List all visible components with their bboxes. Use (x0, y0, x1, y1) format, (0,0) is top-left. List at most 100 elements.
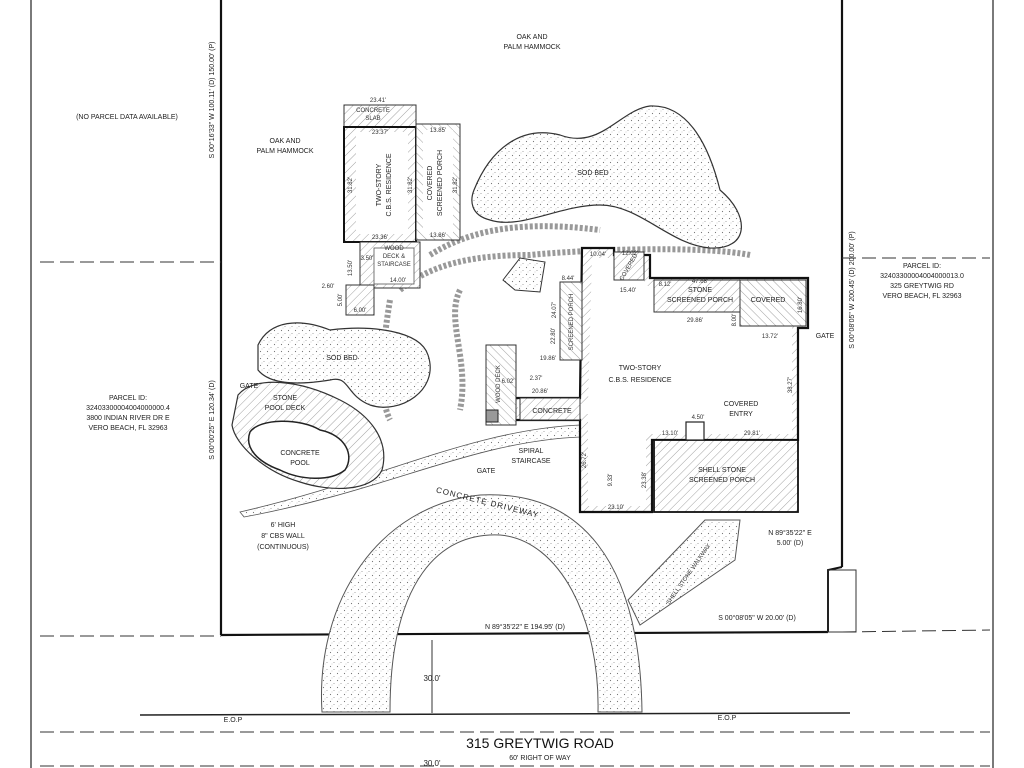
label-screened-porch-v: SCREENED PORCH (569, 294, 575, 351)
dim-label: 14.00' (390, 278, 406, 284)
label-oak-top-1: OAK AND (516, 34, 547, 41)
label-covered-entry-1: COVERED (724, 401, 759, 408)
dim-label: 13.86' (430, 233, 446, 239)
label-oak-left-1: OAK AND (269, 138, 300, 145)
label-covered-entry-2: ENTRY (729, 411, 753, 418)
parcel-right-line4: VERO BEACH, FL 32963 (882, 293, 961, 300)
bearing-jog-north: N 89°35'22" E (768, 529, 812, 537)
label-wall-3: (CONTINUOUS) (257, 544, 309, 551)
label-stone-porch-1: STONE (688, 287, 712, 294)
small-residence-group (343, 104, 461, 316)
label-oak-top-2: PALM HAMMOCK (503, 44, 560, 51)
dim-label: 13.10' (662, 431, 678, 437)
parcel-left-line2: 32403300004004000000.4 (86, 405, 170, 412)
dim-label: 22.80' (551, 328, 557, 344)
dim-label: 13.85' (430, 128, 446, 134)
label-main-res-1: TWO-STORY (619, 365, 662, 372)
dim-label: 38.27' (788, 377, 794, 393)
label-main-res-2: C.B.S. RESIDENCE (608, 377, 671, 384)
small-sod-bed (502, 257, 546, 293)
dim-label: 5.00' (338, 294, 344, 307)
dim-label: 6.00' (354, 308, 367, 314)
dim-label: 23.41' (370, 98, 386, 104)
label-oak-left-2: PALM HAMMOCK (256, 148, 313, 155)
label-small-res-1: TWO-STORY (376, 163, 383, 206)
label-wood-deck-2: DECK & (383, 254, 405, 260)
dim-label: 2.60' (322, 284, 335, 290)
dim-label: 8.00' (732, 314, 738, 327)
shell-stone-walkway (627, 519, 741, 626)
bearing-west-south: S 00°00'25" E 120.34' (D) (208, 380, 216, 460)
dim-label: 15.40' (620, 288, 636, 294)
dim-label: 29.86' (687, 318, 703, 324)
label-wall-2: 8" CBS WALL (261, 533, 305, 540)
bearing-east: S 00°08'05" W 200.45' (D) 200.00' (P) (848, 231, 856, 348)
label-gate-south: GATE (477, 468, 496, 475)
dim-label: 26.72' (582, 452, 588, 468)
dim-label: 29.81' (744, 431, 760, 437)
parcel-right-line1: PARCEL ID: (903, 263, 941, 270)
bearing-jog-north-dist: 5.00' (D) (777, 540, 804, 547)
label-wall-1: 6' HIGH (271, 522, 296, 529)
label-pool-1: CONCRETE (280, 450, 320, 457)
label-gate-east: GATE (816, 333, 835, 340)
dim-label: 13.72' (762, 334, 778, 340)
label-covered-porch-1: COVERED (427, 166, 434, 201)
label-slab-2: SLAB (365, 116, 380, 122)
dim-label: 9.33' (608, 474, 614, 487)
sod-bed-west (257, 322, 431, 408)
dim-label: 13.50' (348, 260, 354, 276)
bearing-south: N 89°35'22" E 194.95' (D) (485, 623, 565, 631)
dim-label: 23.37' (372, 130, 388, 136)
dim-label: 23.36' (372, 235, 388, 241)
main-residence-group (485, 246, 810, 514)
dim-label: 19.86' (540, 356, 556, 362)
concrete-driveway (320, 494, 643, 713)
property-boundary (219, 0, 857, 637)
dim-label: 31.82' (453, 177, 459, 193)
label-no-parcel: (NO PARCEL DATA AVAILABLE) (76, 114, 178, 121)
parcel-left-line3: 3800 INDIAN RIVER DR E (86, 415, 170, 422)
dim-label: 31.82' (408, 177, 414, 193)
dim-label: 8.44' (562, 276, 575, 282)
dim-label: 24.07' (552, 302, 558, 318)
dim-label: 20.86' (532, 389, 548, 395)
dim-label: 4.50' (692, 415, 705, 421)
road-right-of-way: 60' RIGHT OF WAY (509, 755, 571, 762)
dim-label: 2.37' (530, 376, 543, 382)
label-small-res-2: C.B.S. RESIDENCE (386, 153, 393, 216)
label-pool-deck-1: STONE (273, 395, 297, 402)
label-spiral-2: STAIRCASE (511, 458, 550, 465)
dim-30-label-lower: 30.0' (423, 759, 441, 768)
edge-of-pavement-line (139, 712, 851, 716)
dim-label: 47.68' (692, 279, 708, 285)
label-wood-deck-1: WOOD (384, 246, 404, 252)
label-slab-1: CONCRETE (356, 108, 390, 114)
label-shell-porch-1: SHELL STONE (698, 467, 746, 474)
label-shell-porch-2: SCREENED PORCH (689, 477, 755, 484)
label-sod-bed-west: SOD BED (326, 355, 358, 362)
label-wood-deck-3: STAIRCASE (377, 262, 411, 268)
label-stone-porch-2: SCREENED PORCH (667, 297, 733, 304)
parcel-right-line3: 325 GREYTWIG RD (890, 283, 954, 290)
label-covered: COVERED (751, 297, 786, 304)
dim-label: 31.82' (348, 177, 354, 193)
dim-label: 3.50' (361, 256, 374, 262)
label-concrete: CONCRETE (532, 408, 572, 415)
bearing-west-north: S 00°16'33" W 100.11' (D) 150.00' (P) (208, 42, 216, 159)
dim-30-label: 30.0' (423, 674, 441, 683)
dim-label: 6.02' (502, 379, 515, 385)
label-pool-deck-2: POOL DECK (265, 405, 306, 412)
parcel-right-line2: 32403300004004000013.0 (880, 273, 964, 280)
label-sod-bed-north: SOD BED (577, 170, 609, 177)
label-wood-deck-v: WOOD DECK (496, 365, 502, 403)
parcel-left-line4: VERO BEACH, FL 32963 (88, 425, 167, 432)
adjoining-lot-lines (40, 257, 991, 767)
dim-label: 16.80' (798, 297, 804, 313)
label-gate-west: GATE (240, 383, 259, 390)
label-covered-porch-2: SCREENED PORCH (437, 150, 444, 216)
eop-label-left: E.O.P (224, 717, 243, 724)
dim-label: 23.38' (642, 472, 648, 488)
sod-bed-north (471, 105, 742, 249)
